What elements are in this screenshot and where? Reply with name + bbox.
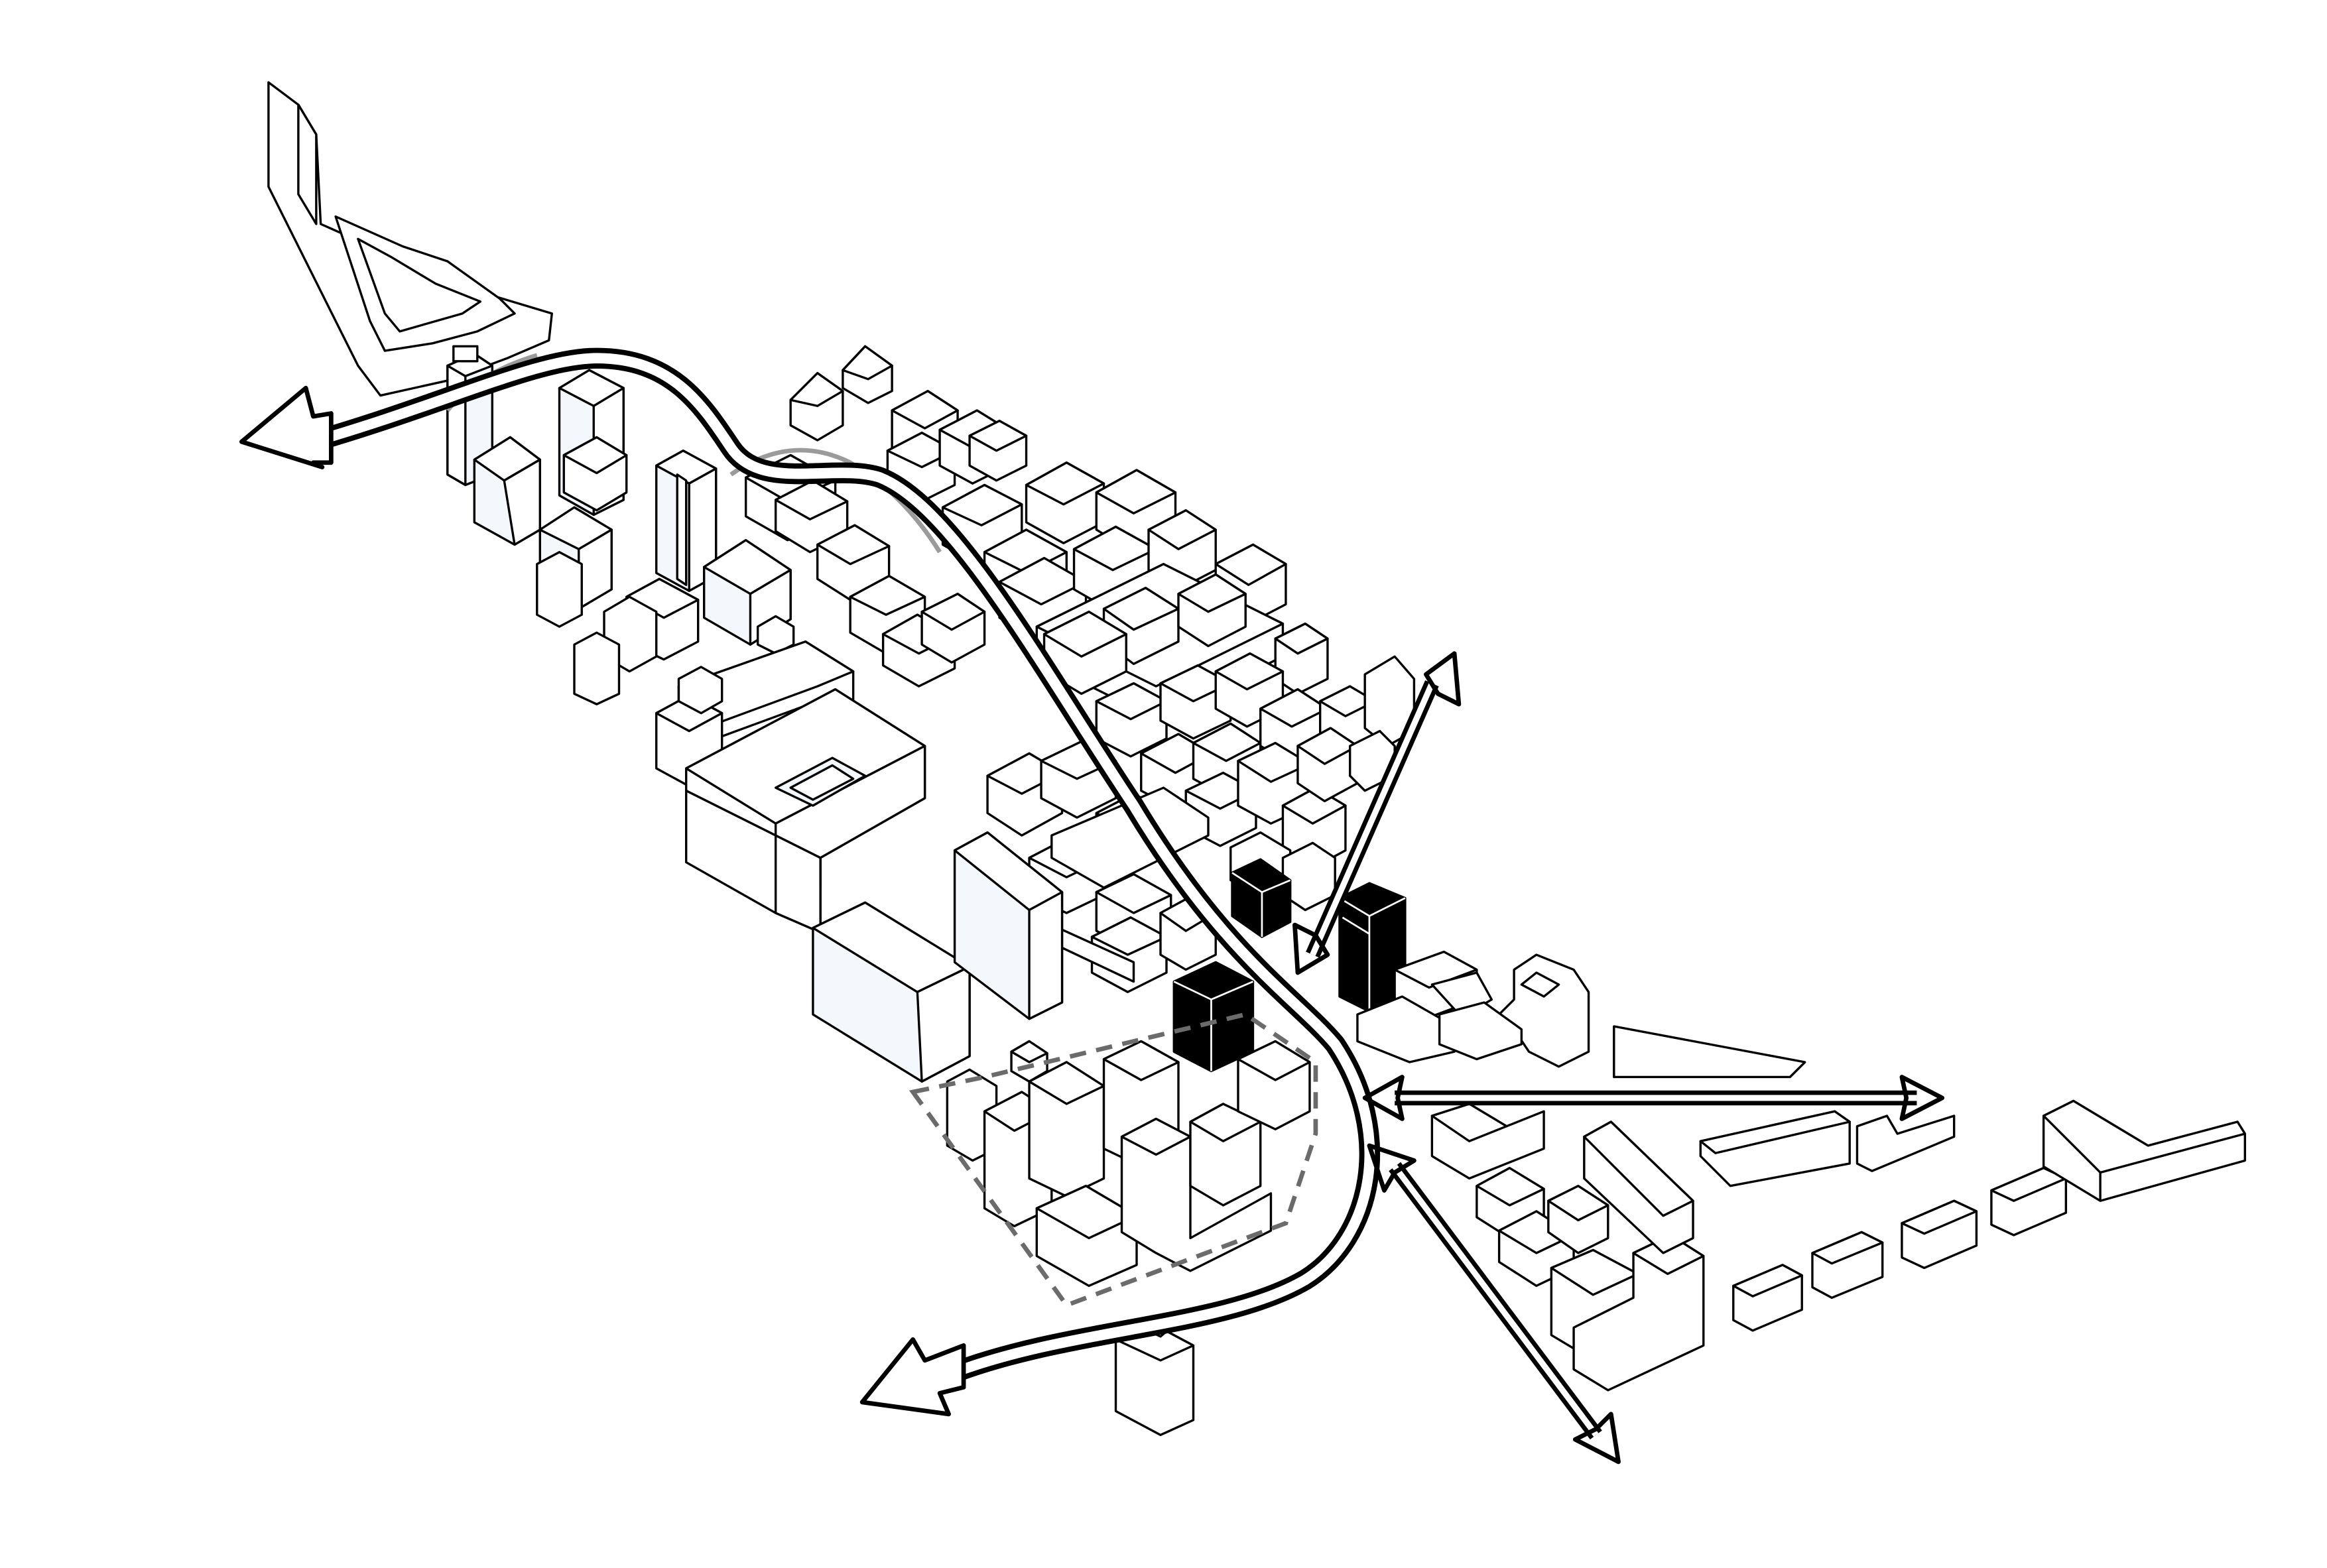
building-group-west-central	[655, 640, 971, 1083]
building-group-west-corner	[267, 81, 553, 397]
connection-arrow-southeast	[1367, 1143, 1621, 1465]
building-group-east-waterfront	[1356, 950, 1806, 1079]
building-group-central	[953, 740, 1217, 1020]
site-boundary	[909, 1012, 1318, 1308]
site-buildings	[946, 1040, 1311, 1437]
building-group-north-houses	[744, 345, 1028, 688]
building-group-east-mid	[1095, 652, 1416, 912]
connection-arrow-northeast	[1292, 651, 1462, 975]
route-arrow-northwest	[239, 385, 334, 469]
route-arrow-southwest	[859, 1337, 966, 1417]
main-route	[302, 347, 1381, 1383]
connection-arrow-east	[1362, 1075, 1945, 1121]
building-group-northwest	[446, 345, 795, 705]
building-group-southeast	[1430, 1099, 2246, 1392]
